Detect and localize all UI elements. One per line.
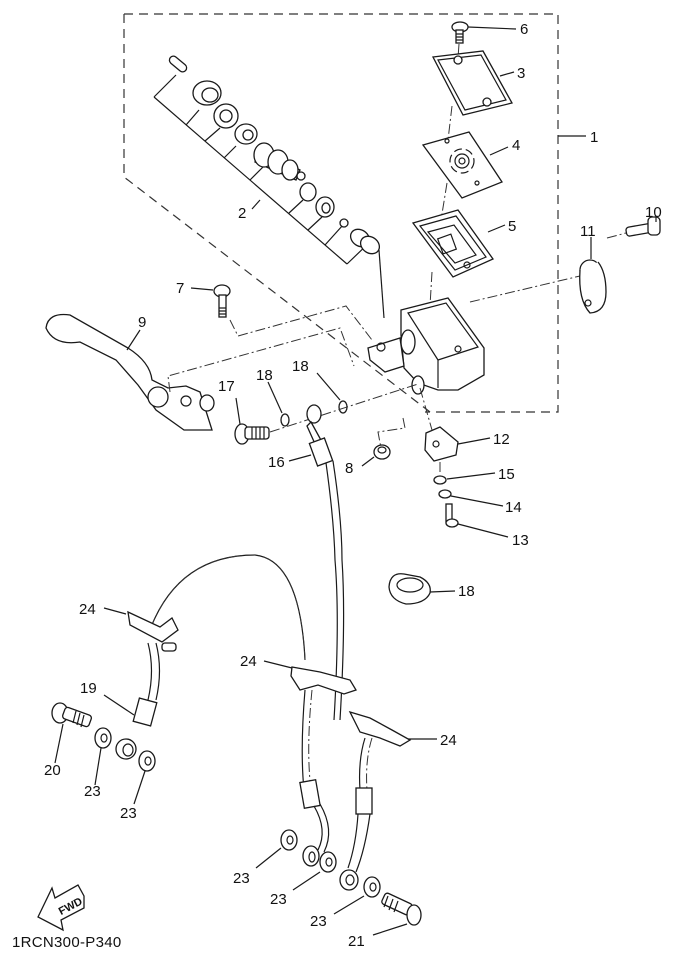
callout-3: 3 xyxy=(499,65,525,82)
svg-text:4: 4 xyxy=(512,137,520,154)
callout-24b: 24 xyxy=(240,653,293,670)
svg-text:1: 1 xyxy=(590,129,598,146)
svg-text:20: 20 xyxy=(44,762,61,779)
spring-washer xyxy=(438,489,452,499)
svg-text:7: 7 xyxy=(176,280,184,297)
callout-23a: 23 xyxy=(84,747,102,800)
union-bolt-lower xyxy=(51,702,93,728)
svg-text:6: 6 xyxy=(520,21,528,38)
callout-19: 18 xyxy=(429,583,475,600)
svg-text:24: 24 xyxy=(240,653,257,670)
svg-text:2: 2 xyxy=(238,205,246,222)
callout-23c: 23 xyxy=(233,847,282,887)
master-cylinder-body xyxy=(367,297,485,395)
callout-18a: 18 xyxy=(256,367,283,414)
svg-text:18: 18 xyxy=(256,367,273,384)
switch-screw xyxy=(445,503,459,528)
brake-hose-upper xyxy=(306,404,345,721)
callout-21: 20 xyxy=(44,723,64,779)
copper-washer-1 xyxy=(280,413,290,427)
gasket-1 xyxy=(94,727,112,749)
svg-text:23: 23 xyxy=(84,783,101,800)
fwd-arrow-icon: FWD xyxy=(37,884,85,932)
union-bolt-upper xyxy=(234,423,270,445)
svg-text:3: 3 xyxy=(517,65,525,82)
lever-pivot-bolt xyxy=(213,284,231,318)
brake-hose-3way-right xyxy=(339,787,373,891)
callout-14: 14 xyxy=(450,495,522,516)
callout-6: 6 xyxy=(467,21,528,38)
svg-text:14: 14 xyxy=(505,499,522,516)
diaphragm-plate xyxy=(421,131,503,199)
master-cylinder-holder xyxy=(579,259,607,314)
svg-text:21: 21 xyxy=(348,933,365,950)
svg-text:24: 24 xyxy=(440,732,457,749)
washer xyxy=(433,462,447,485)
svg-text:23: 23 xyxy=(233,870,250,887)
callout-5: 5 xyxy=(487,218,516,235)
brake-hose-3way-left xyxy=(299,779,330,867)
cap-screw xyxy=(451,21,469,44)
callout-10: 10 xyxy=(645,204,662,222)
callout-24c: 24 xyxy=(408,732,457,749)
callout-4: 4 xyxy=(489,137,520,156)
svg-text:12: 12 xyxy=(493,431,510,448)
master-cylinder-kit xyxy=(153,55,385,319)
brake-lever xyxy=(45,313,215,431)
svg-text:19: 19 xyxy=(80,680,97,697)
callout-7: 7 xyxy=(176,280,214,297)
callout-2: 2 xyxy=(238,199,261,222)
svg-text:10: 10 xyxy=(645,204,662,221)
svg-text:15: 15 xyxy=(498,466,515,483)
nut xyxy=(373,417,406,460)
diagram-code: 1RCN300-P340 xyxy=(12,934,122,951)
hose-guide-2 xyxy=(290,666,357,695)
svg-text:5: 5 xyxy=(508,218,516,235)
callout-17: 17 xyxy=(218,378,241,425)
hose-clamp xyxy=(388,573,431,605)
gasket-5 xyxy=(363,876,381,898)
gasket-3 xyxy=(280,829,298,851)
callout-23d: 23 xyxy=(270,871,321,908)
union-bolt-triple xyxy=(381,892,422,926)
reservoir-cap xyxy=(431,50,513,116)
callout-1: 1 xyxy=(558,129,598,146)
svg-text:23: 23 xyxy=(270,891,287,908)
svg-text:17: 17 xyxy=(218,378,235,395)
diaphragm xyxy=(411,209,494,278)
svg-text:18: 18 xyxy=(458,583,475,600)
callout-15: 15 xyxy=(446,466,515,483)
callout-23e: 23 xyxy=(310,895,365,930)
holder-bolt xyxy=(625,216,661,237)
callout-8: 8 xyxy=(345,456,375,477)
callout-13: 13 xyxy=(457,523,529,549)
callout-11: 11 xyxy=(580,223,596,259)
gasket-2 xyxy=(138,750,156,772)
svg-text:18: 18 xyxy=(292,358,309,375)
svg-text:9: 9 xyxy=(138,314,146,331)
svg-text:13: 13 xyxy=(512,532,529,549)
brake-switch xyxy=(419,387,459,462)
svg-text:23: 23 xyxy=(120,805,137,822)
callout-22: 21 xyxy=(348,923,408,950)
callout-18b: 18 xyxy=(292,358,341,401)
svg-text:11: 11 xyxy=(580,223,596,240)
gasket-4 xyxy=(319,851,337,873)
callout-24a: 24 xyxy=(79,601,127,618)
hose-guide-3 xyxy=(348,710,412,747)
assembly-boundary xyxy=(123,13,559,413)
svg-text:24: 24 xyxy=(79,601,96,618)
callout-12: 12 xyxy=(457,431,510,448)
svg-text:23: 23 xyxy=(310,913,327,930)
svg-text:16: 16 xyxy=(268,454,285,471)
callout-16: 16 xyxy=(268,454,312,471)
callout-20: 19 xyxy=(80,680,135,716)
callout-9: 9 xyxy=(126,314,146,351)
brake-hose-lower xyxy=(115,642,161,760)
hose-guide-1 xyxy=(127,610,179,652)
svg-text:8: 8 xyxy=(345,460,353,477)
callout-23b: 23 xyxy=(120,770,146,822)
